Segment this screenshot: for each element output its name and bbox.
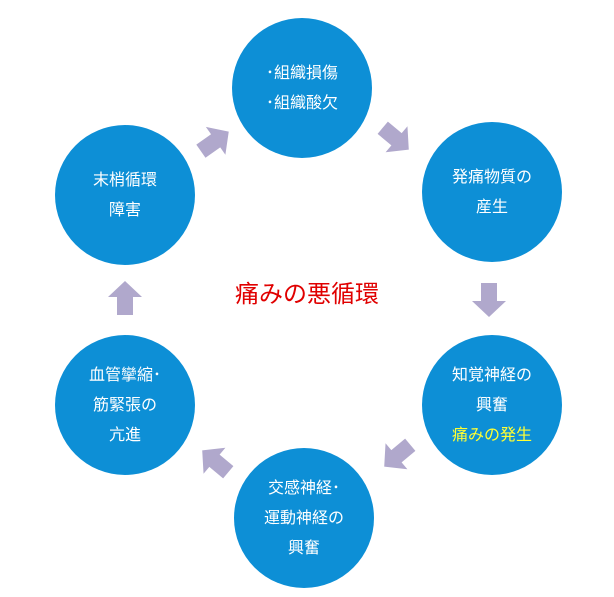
diagram-title: 痛みの悪循環 <box>235 280 379 308</box>
node-line: 発痛物質の <box>451 167 532 186</box>
node-line: 亢進 <box>108 425 141 444</box>
arrow-icon <box>377 121 409 153</box>
node-tissue-damage: ･組織損傷 ･組織酸欠 <box>232 18 372 158</box>
arrow-icon <box>108 281 142 315</box>
node-line: 血管攣縮･ <box>88 365 161 384</box>
arrow-icon <box>384 438 416 470</box>
node-circulation-disorder: 末梢循環 障害 <box>55 125 195 265</box>
node-line: 興奮 <box>287 538 320 557</box>
node-line: 障害 <box>108 200 141 219</box>
node-line: ･組織酸欠 <box>265 93 338 112</box>
node-line: 産生 <box>475 197 508 216</box>
node-line: 知覚神経の <box>451 365 532 384</box>
node-line: 筋緊張の <box>92 395 157 414</box>
node-sensory-nerve: 知覚神経の 興奮 痛みの発生 <box>422 335 562 475</box>
arrow-icon <box>472 283 506 317</box>
node-vasospasm: 血管攣縮･ 筋緊張の 亢進 <box>55 335 195 475</box>
node-line: 運動神経の <box>263 508 344 527</box>
arrow-icon <box>196 126 229 158</box>
node-line: ･組織損傷 <box>265 63 338 82</box>
node-sympathetic-nerve: 交感神経･ 運動神経の 興奮 <box>234 448 374 588</box>
arrow-icon <box>202 447 234 479</box>
node-line: 興奮 <box>475 395 508 414</box>
node-highlight: 痛みの発生 <box>451 425 532 444</box>
node-pain-substance: 発痛物質の 産生 <box>422 122 562 262</box>
node-line: 末梢循環 <box>92 170 157 189</box>
node-line: 交感神経･ <box>267 478 340 497</box>
